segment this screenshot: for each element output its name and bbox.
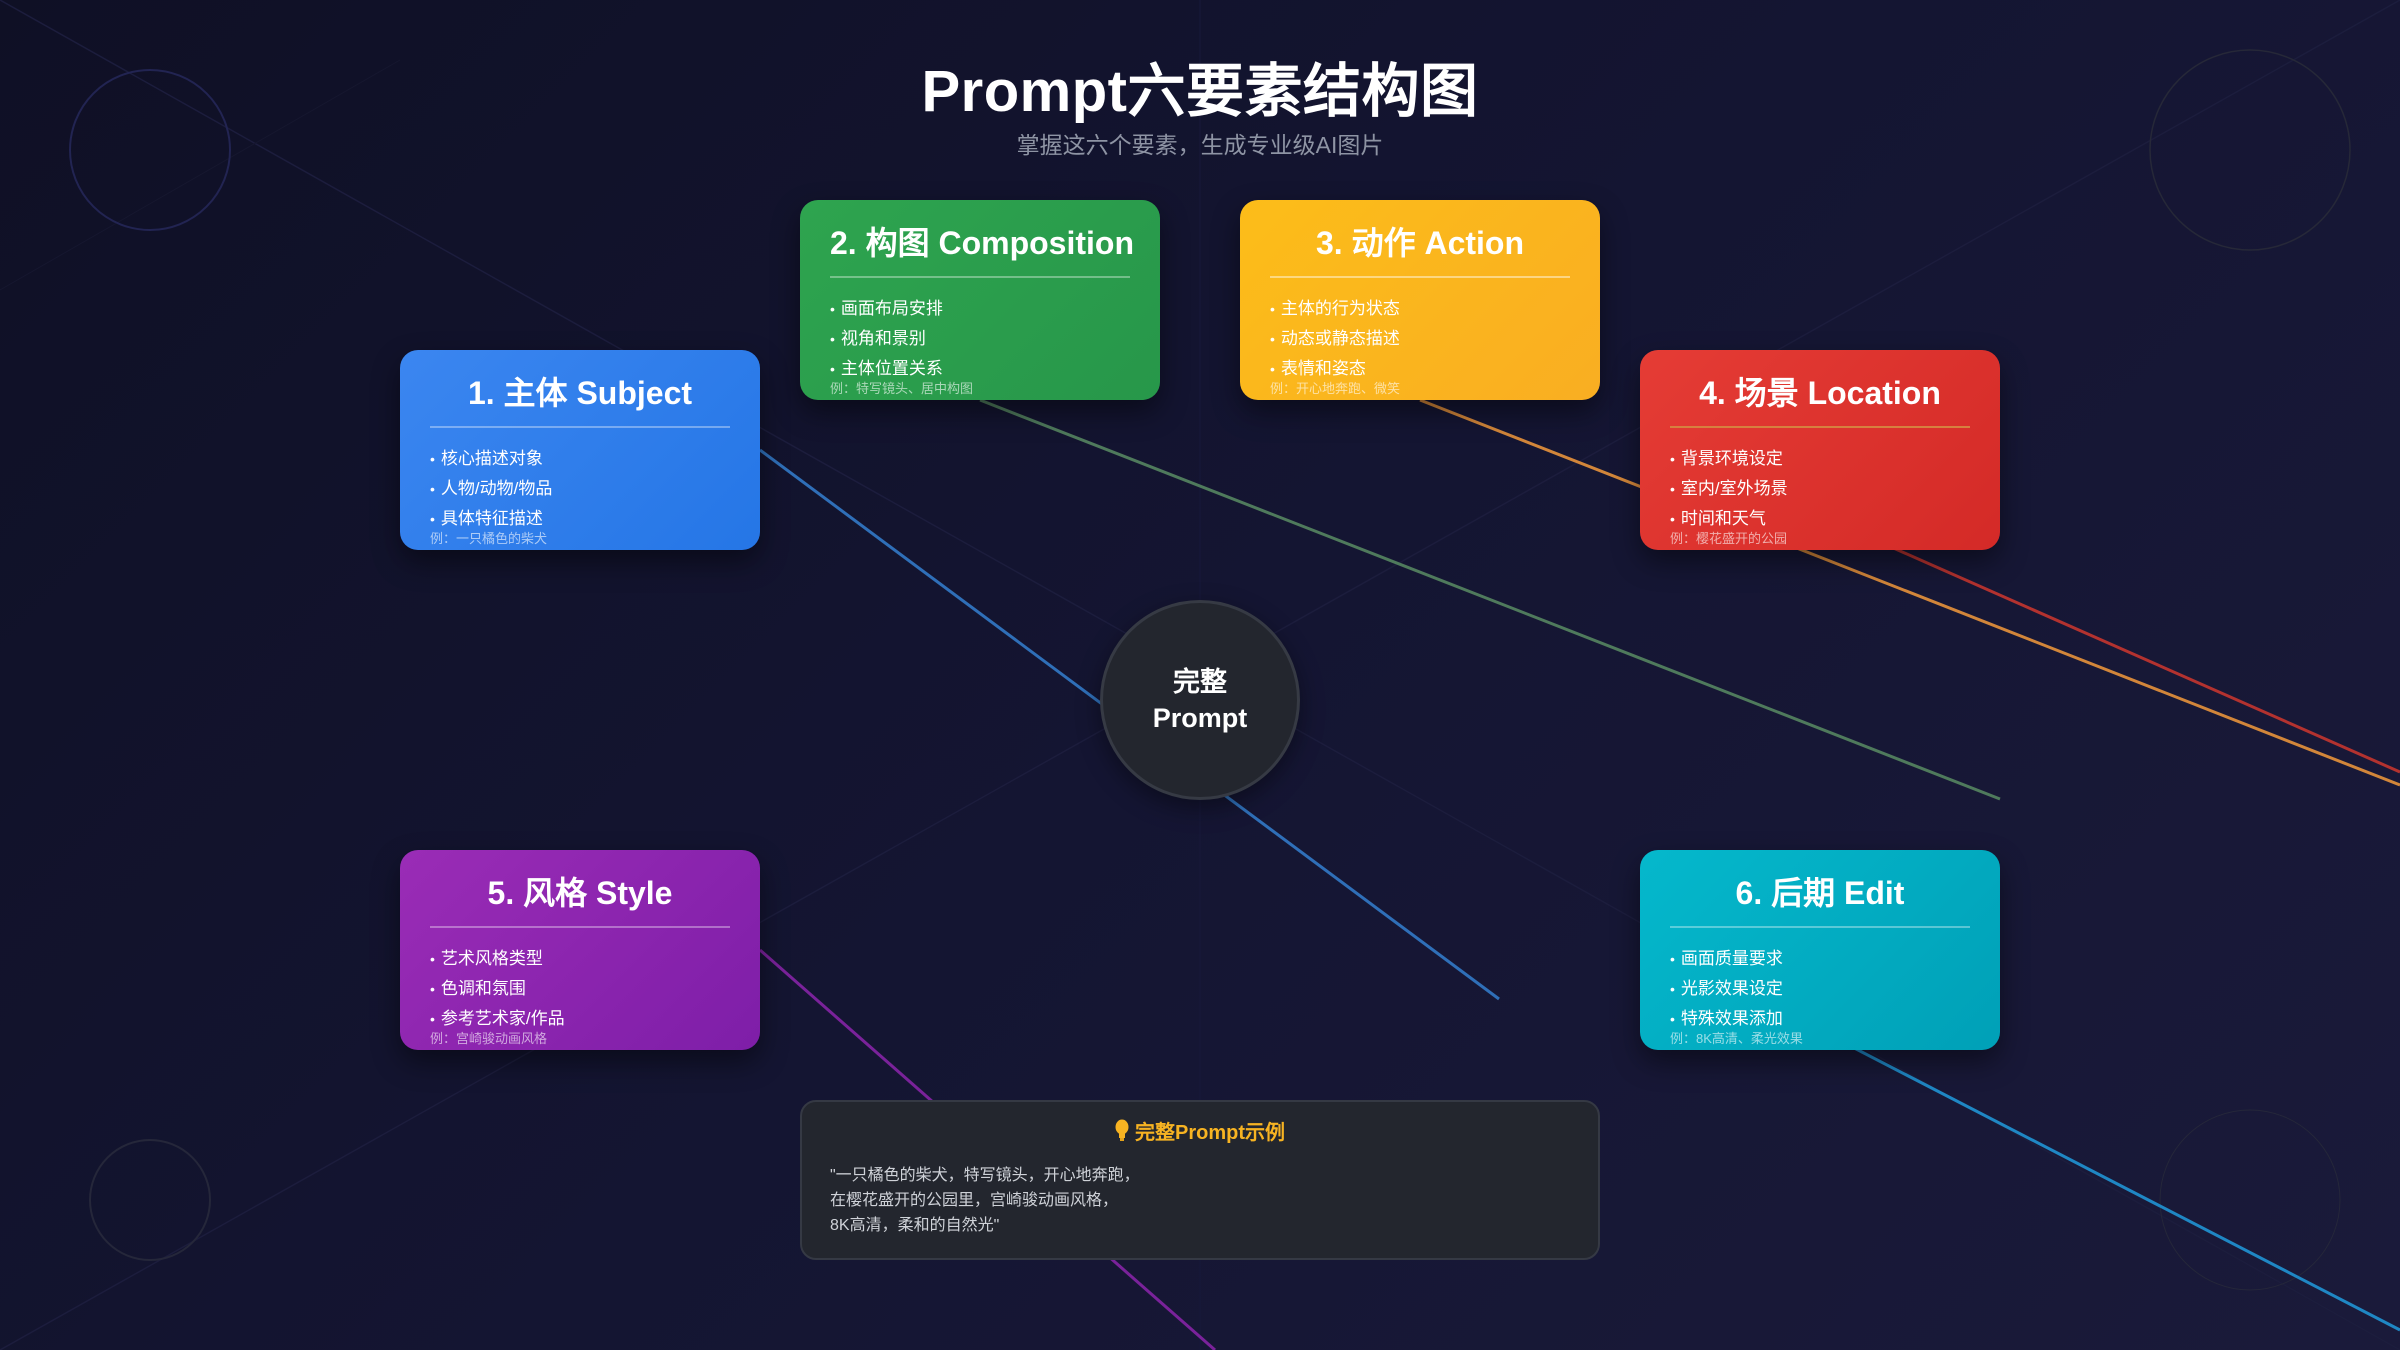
card-title: 4. 场景 Location (1699, 375, 1941, 411)
card-title: 1. 主体 Subject (467, 375, 693, 411)
decor-circle-top-left (69, 69, 231, 231)
prompt-example-line: 在樱花盛开的公园里，宫崎骏动画风格， (830, 1192, 1119, 1209)
card-item-list: 艺术风格类型 色调和氛围 参考艺术家/作品 (430, 944, 730, 1034)
page-title: Prompt六要素结构图 (921, 59, 1479, 124)
card-item-list: 主体的行为状态 动态或静态描述 表情和姿态 (1270, 294, 1570, 384)
card-divider (1670, 426, 1970, 428)
card-item: 背景环境设定 (1670, 444, 1970, 474)
card-item: 主体的行为状态 (1270, 294, 1570, 324)
center-node: 完整 Prompt (1100, 600, 1300, 800)
card-example: 例：特写镜头、居中构图 (830, 381, 974, 396)
card-example: 例：樱花盛开的公园 (1670, 531, 1788, 546)
card-example: 例：开心地奔跑、微笑 (1270, 381, 1401, 396)
card-title: 2. 构图 Composition (830, 225, 1135, 261)
card-title: 6. 后期 Edit (1735, 875, 1905, 911)
card-item: 人物/动物/物品 (430, 474, 730, 504)
card-title: 3. 动作 Action (1315, 225, 1525, 261)
card-example: 例：一只橘色的柴犬 (430, 531, 548, 546)
lightbulb-icon (1115, 1119, 1129, 1141)
card-divider (430, 926, 730, 928)
decor-circle-top-right (2149, 49, 2351, 251)
card-example: 例：8K高清、柔光效果 (1670, 1031, 1803, 1046)
card-item: 画面布局安排 (830, 294, 1130, 324)
center-node-line2: Prompt (1152, 703, 1248, 733)
card-item: 画面质量要求 (1670, 944, 1970, 974)
card-divider (1670, 926, 1970, 928)
card-item: 室内/室外场景 (1670, 474, 1970, 504)
prompt-example-title: 完整Prompt示例 (1135, 1122, 1285, 1144)
card-divider (830, 276, 1130, 278)
decor-circle-bottom-left (89, 1139, 211, 1261)
card-item: 动态或静态描述 (1270, 324, 1570, 354)
element-card-edit: 6. 后期 Edit 画面质量要求 光影效果设定 特殊效果添加 例：8K高清、柔… (1640, 850, 2000, 1050)
card-item-list: 画面布局安排 视角和景别 主体位置关系 (830, 294, 1130, 384)
card-item: 核心描述对象 (430, 444, 730, 474)
card-example: 例：宫崎骏动画风格 (430, 1031, 548, 1046)
card-item-list: 背景环境设定 室内/室外场景 时间和天气 (1670, 444, 1970, 534)
card-item: 色调和氛围 (430, 974, 730, 1004)
card-item: 主体位置关系 (830, 354, 1130, 384)
element-card-action: 3. 动作 Action 主体的行为状态 动态或静态描述 表情和姿态 例：开心地… (1240, 200, 1600, 400)
element-card-composition: 2. 构图 Composition 画面布局安排 视角和景别 主体位置关系 例：… (800, 200, 1160, 400)
card-item: 表情和姿态 (1270, 354, 1570, 384)
prompt-example-header: 完整Prompt示例 (830, 1116, 1570, 1145)
prompt-example-line: "一只橘色的柴犬，特写镜头，开心地奔跑， (830, 1167, 1140, 1184)
card-item: 艺术风格类型 (430, 944, 730, 974)
card-title: 5. 风格 Style (487, 875, 673, 911)
element-card-subject: 1. 主体 Subject 核心描述对象 人物/动物/物品 具体特征描述 例：一… (400, 350, 760, 550)
card-item: 参考艺术家/作品 (430, 1004, 730, 1034)
card-item: 具体特征描述 (430, 504, 730, 534)
center-node-line1: 完整 (1173, 667, 1227, 697)
card-divider (1270, 276, 1570, 278)
card-item-list: 画面质量要求 光影效果设定 特殊效果添加 (1670, 944, 1970, 1034)
card-divider (430, 426, 730, 428)
prompt-example-text: "一只橘色的柴犬，特写镜头，开心地奔跑， 在樱花盛开的公园里，宫崎骏动画风格， … (830, 1163, 1570, 1238)
element-card-location: 4. 场景 Location 背景环境设定 室内/室外场景 时间和天气 例：樱花… (1640, 350, 2000, 550)
prompt-example-box: 完整Prompt示例 "一只橘色的柴犬，特写镜头，开心地奔跑， 在樱花盛开的公园… (800, 1100, 1600, 1260)
page-subtitle: 掌握这六个要素，生成专业级AI图片 (1016, 132, 1384, 158)
element-card-style: 5. 风格 Style 艺术风格类型 色调和氛围 参考艺术家/作品 例：宫崎骏动… (400, 850, 760, 1050)
card-item: 光影效果设定 (1670, 974, 1970, 1004)
decor-circle-bottom-right (2159, 1109, 2341, 1291)
card-item: 特殊效果添加 (1670, 1004, 1970, 1034)
card-item-list: 核心描述对象 人物/动物/物品 具体特征描述 (430, 444, 730, 534)
card-item: 视角和景别 (830, 324, 1130, 354)
prompt-example-line: 8K高清，柔和的自然光" (830, 1217, 1000, 1234)
